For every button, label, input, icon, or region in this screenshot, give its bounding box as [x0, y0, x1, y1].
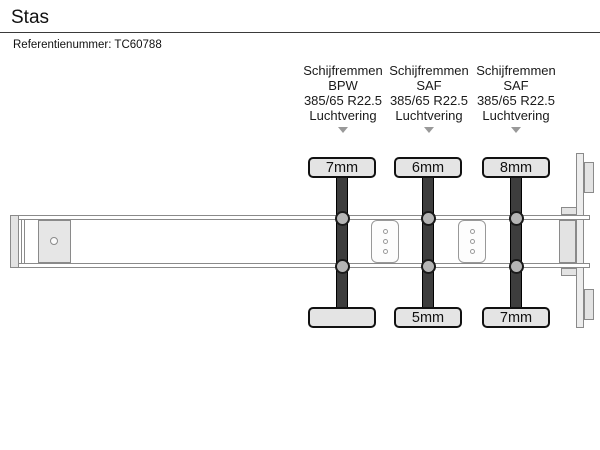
rear-bracket-bottom — [561, 268, 577, 276]
arrow-down-icon — [424, 127, 434, 133]
chassis-web-divider — [21, 220, 25, 263]
axle-spec-column-3: Schijfremmen SAF 385/65 R22.5 Luchtverin… — [470, 63, 562, 133]
axle-spec-column-2: Schijfremmen SAF 385/65 R22.5 Luchtverin… — [383, 63, 475, 133]
axle-2-bottom-hub-icon — [420, 258, 436, 274]
axle-2-top-hub-icon — [420, 210, 436, 226]
axle-1-top-tread-badge: 7mm — [308, 157, 376, 178]
page-title: Stas — [11, 7, 50, 28]
chassis-bottom-flange — [10, 263, 590, 268]
tread-value: 8mm — [499, 159, 533, 176]
axle-1-bottom-tread-badge — [308, 307, 376, 328]
rear-end-block — [559, 220, 576, 263]
axle-spec-column-1: Schijfremmen BPW 385/65 R22.5 Luchtverin… — [297, 63, 389, 133]
axle-3-bottom-hub-icon — [508, 258, 524, 274]
stiffener-hole-icon — [382, 249, 388, 254]
chassis-front-end-plate — [10, 215, 19, 268]
kingpin-icon — [50, 237, 58, 245]
arrow-down-icon — [338, 127, 348, 133]
axle-brand-label: SAF — [503, 78, 529, 93]
tread-value: 7mm — [499, 309, 533, 326]
tire-size-label: 385/65 R22.5 — [476, 93, 556, 108]
axle-brand-label: SAF — [416, 78, 442, 93]
axle-2-bottom-tread-badge: 5mm — [394, 307, 462, 328]
axle-brand-label: BPW — [328, 78, 358, 93]
axle-3-top-hub-icon — [508, 210, 524, 226]
axle-1-top-hub-icon — [334, 210, 350, 226]
axle-2-bar — [422, 170, 434, 316]
stiffener-hole-icon — [469, 249, 475, 254]
suspension-label: Luchtvering — [395, 108, 463, 123]
brake-type-label: Schijfremmen — [389, 63, 469, 78]
rear-tab-bottom — [584, 289, 594, 320]
rear-tab-top — [584, 162, 594, 193]
stiffener-hole-icon — [469, 239, 475, 244]
tread-value: 5mm — [411, 309, 445, 326]
axle-3-top-tread-badge: 8mm — [482, 157, 550, 178]
tire-size-label: 385/65 R22.5 — [303, 93, 383, 108]
stiffener-hole-icon — [382, 239, 388, 244]
axle-3-bar — [510, 170, 522, 316]
rear-bracket-top — [561, 207, 577, 215]
tire-size-label: 385/65 R22.5 — [389, 93, 469, 108]
stiffener-hole-icon — [382, 229, 388, 234]
kingpin-plate — [38, 220, 71, 263]
stiffener-hole-icon — [469, 229, 475, 234]
suspension-label: Luchtvering — [309, 108, 377, 123]
arrow-down-icon — [511, 127, 521, 133]
tread-value: 6mm — [411, 159, 445, 176]
axle-1-bottom-hub-icon — [334, 258, 350, 274]
chassis-top-flange — [10, 215, 590, 220]
title-divider — [0, 32, 600, 33]
rear-frame-bar — [576, 153, 584, 328]
brake-type-label: Schijfremmen — [303, 63, 383, 78]
axle-1-bar — [336, 170, 348, 316]
suspension-label: Luchtvering — [482, 108, 550, 123]
axle-3-bottom-tread-badge: 7mm — [482, 307, 550, 328]
reference-number: Referentienummer: TC60788 — [13, 39, 162, 51]
axle-2-top-tread-badge: 6mm — [394, 157, 462, 178]
tread-value: 7mm — [325, 159, 359, 176]
brake-type-label: Schijfremmen — [476, 63, 556, 78]
